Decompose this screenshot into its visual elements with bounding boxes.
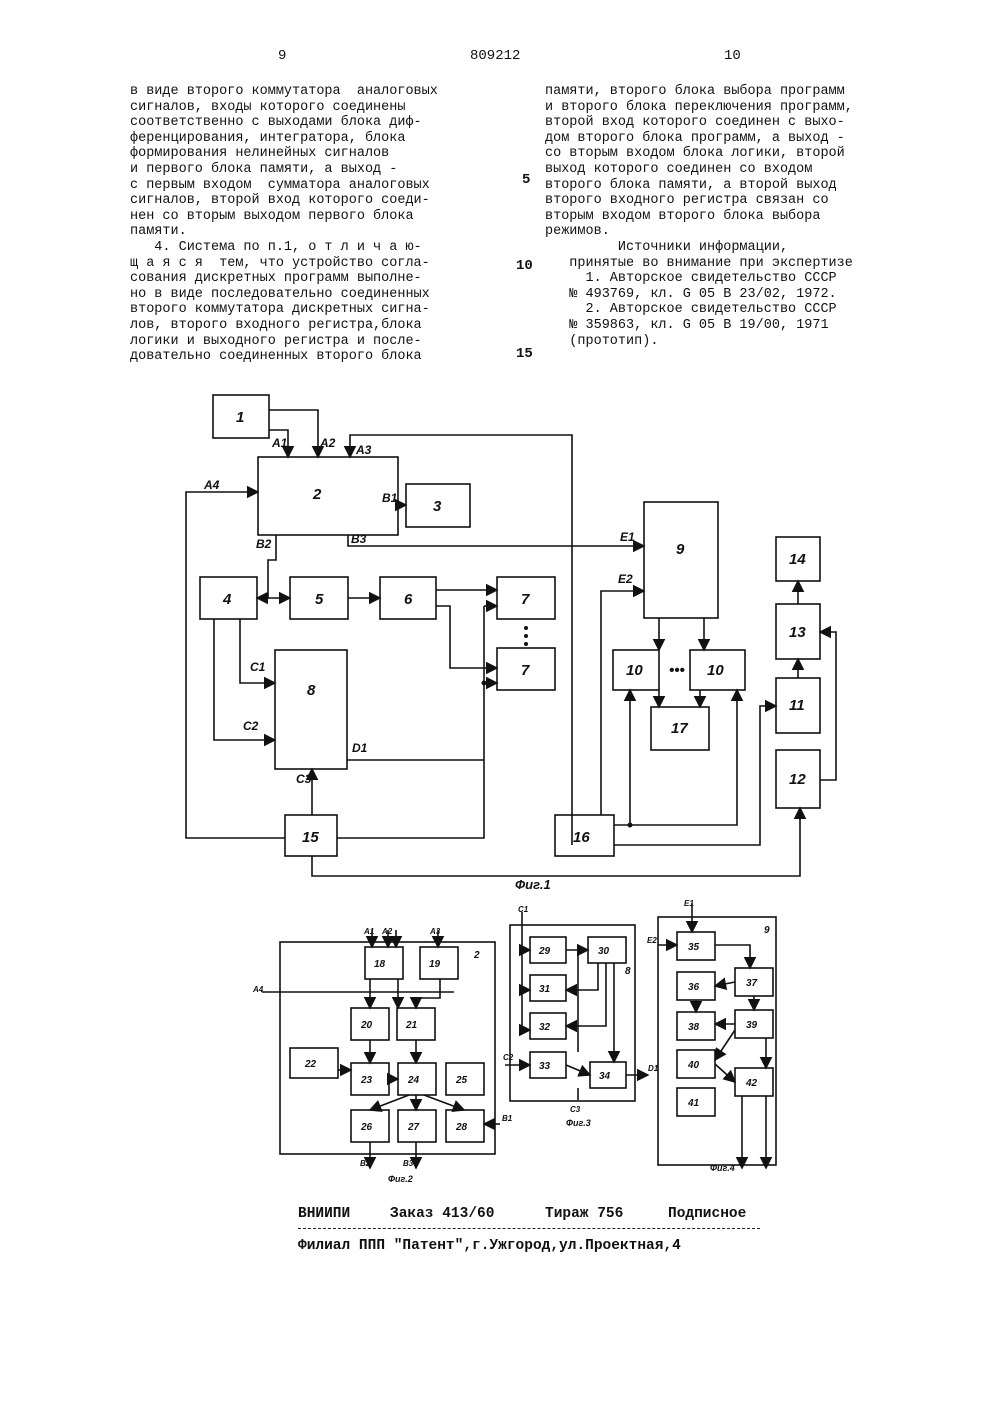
signal-label: B2 [256, 537, 272, 551]
block-label: 26 [360, 1122, 373, 1133]
block-label: 3 [433, 498, 442, 515]
signal-label: B3 [351, 532, 367, 546]
block-label: 7 [521, 591, 530, 608]
fig2-caption: Фиг.2 [388, 1174, 413, 1184]
block-label: 4 [222, 591, 232, 608]
block-label: 30 [598, 946, 610, 957]
block-label: 42 [745, 1078, 758, 1089]
fig1-caption: Фиг.1 [515, 877, 551, 892]
block-label: 12 [789, 771, 806, 788]
footer-address: Филиал ППП "Патент",г.Ужгород,ул.Проектн… [298, 1238, 681, 1254]
signal-label: A3 [429, 927, 441, 936]
signal-label: C1 [518, 905, 529, 914]
figure-label: 9 [764, 925, 770, 936]
block-label: 23 [360, 1075, 373, 1086]
footer-divider [298, 1228, 760, 1229]
block-label: 11 [789, 697, 805, 714]
signal-label: C3 [296, 772, 312, 786]
signal-label: B2 [360, 1159, 371, 1168]
signal-label: D1 [352, 741, 368, 755]
block-label: 10 [707, 662, 724, 679]
signal-label: C1 [250, 660, 266, 674]
block-label: 9 [676, 541, 685, 558]
block-label: 31 [539, 984, 551, 995]
signal-label: E1 [620, 530, 635, 544]
block-label: 38 [688, 1022, 700, 1033]
signal-label: A4 [203, 478, 220, 492]
block-label: 7 [521, 662, 530, 679]
block-label: 18 [374, 959, 386, 970]
block-label: 34 [599, 1071, 611, 1082]
block-label: 10 [626, 662, 643, 679]
signal-label: D1 [648, 1064, 659, 1073]
block-label: 32 [539, 1022, 551, 1033]
block-label: 15 [302, 829, 319, 846]
signal-label: A4 [252, 985, 264, 994]
signal-label: C2 [503, 1053, 514, 1062]
block-label: 8 [307, 682, 316, 699]
signal-label: A2 [381, 927, 393, 936]
footer-print-run: Тираж 756 [545, 1206, 623, 1222]
dots-label: ••• [669, 662, 685, 679]
footer-subscription: Подписное [668, 1206, 746, 1222]
signal-label: A1 [271, 436, 288, 450]
block-label: 13 [789, 624, 806, 641]
block-label: 24 [407, 1075, 420, 1086]
block-label: 19 [429, 959, 441, 970]
signal-label: A3 [355, 443, 372, 457]
block-label: 20 [360, 1020, 373, 1031]
block-label: 21 [405, 1020, 418, 1031]
block-label: 2 [312, 486, 322, 503]
footer-publisher: ВНИИПИ [298, 1206, 350, 1222]
signal-label: B1 [502, 1114, 513, 1123]
fig4-caption: Фиг.4 [710, 1163, 735, 1173]
signal-label: C3 [570, 1105, 581, 1114]
block-label: 40 [687, 1060, 700, 1071]
signal-label: C2 [243, 719, 259, 733]
block-label: 14 [789, 551, 806, 568]
signal-label: A1 [363, 927, 375, 936]
block-label: 35 [688, 942, 700, 953]
fig3-caption: Фиг.3 [566, 1118, 591, 1128]
block-label: 39 [746, 1020, 758, 1031]
block-label: 17 [671, 720, 688, 737]
block-label: 22 [304, 1059, 317, 1070]
footer-order: Заказ 413/60 [390, 1206, 494, 1222]
signal-label: E2 [618, 572, 633, 586]
block-label: 37 [746, 978, 758, 989]
block-label: 29 [538, 946, 551, 957]
signal-label: B1 [382, 491, 398, 505]
signal-label: E1 [684, 899, 694, 908]
block-label: 25 [455, 1075, 468, 1086]
figure-label: 2 [473, 950, 480, 961]
figure-label: 8 [625, 966, 631, 977]
signal-label: E2 [647, 936, 657, 945]
block-label: 33 [539, 1061, 551, 1072]
signal-label: B3 [403, 1159, 414, 1168]
block-label: 6 [404, 591, 413, 608]
block-label: 41 [687, 1098, 700, 1109]
block-label: 16 [573, 829, 590, 846]
block-label: 27 [407, 1122, 420, 1133]
signal-label: A2 [319, 436, 336, 450]
block-label: 36 [688, 982, 700, 993]
block-label: 28 [455, 1122, 468, 1133]
block-label: 1 [236, 409, 244, 426]
block-label: 5 [315, 591, 324, 608]
